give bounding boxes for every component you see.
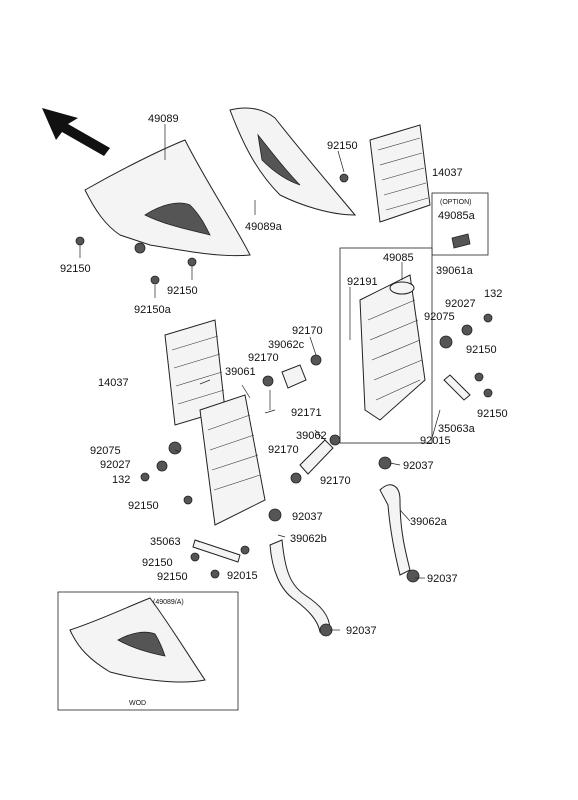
label-92027-left: 92027 (100, 459, 131, 471)
leader-lines (79, 124, 441, 631)
label-35063: 35063 (150, 536, 181, 548)
label-92171: 92171 (291, 407, 322, 419)
label-92075-right: 92075 (424, 311, 455, 323)
label-92150-left-3: 92150 (142, 557, 173, 569)
inset-box: (49089/A) WOD (57, 591, 239, 711)
label-14037-top: 14037 (432, 167, 463, 179)
bracket-35063a (443, 374, 471, 401)
radiator-left (199, 394, 266, 526)
label-92150-right-2: 92150 (477, 408, 508, 420)
label-92037-b: 92037 (292, 511, 323, 523)
label-92015-right: 92015 (420, 435, 451, 447)
label-92150-top: 92150 (327, 140, 358, 152)
label-49089a: 49089a (245, 221, 283, 233)
option-part-label: 49085a (438, 210, 476, 222)
hose-39062b (269, 539, 331, 633)
label-92075-left: 92075 (90, 445, 121, 457)
label-39061a: 39061a (436, 265, 474, 277)
hose-39062a (379, 484, 411, 576)
label-132-right: 132 (484, 288, 502, 300)
label-39062: 39062 (296, 430, 327, 442)
radiator-shroud-left (84, 139, 251, 257)
label-49089: 49089 (148, 113, 179, 125)
label-39062b: 39062b (290, 533, 327, 545)
label-39062a: 39062a (410, 516, 448, 528)
option-box: (OPTION) 49085a (431, 192, 489, 256)
inset-caption: WOD (129, 700, 146, 707)
label-92150-mid: 92150 (167, 285, 198, 297)
inset-title: (49089/A) (153, 599, 184, 606)
label-92170-b: 92170 (248, 352, 279, 364)
label-92150-left-2: 92150 (128, 500, 159, 512)
label-92191: 92191 (347, 276, 378, 288)
label-92015-left: 92015 (227, 570, 258, 582)
label-92170-a: 92170 (292, 325, 323, 337)
label-92150-right: 92150 (466, 344, 497, 356)
bracket-35063 (192, 539, 241, 563)
label-92027-right: 92027 (445, 298, 476, 310)
label-92170-c: 92170 (268, 444, 299, 456)
shroud-left-cutout (144, 202, 211, 236)
label-92150-left-4: 92150 (157, 571, 188, 583)
label-49085: 49085 (383, 252, 414, 264)
label-92170-d: 92170 (320, 475, 351, 487)
front-direction-arrow (42, 108, 110, 156)
label-92150a: 92150a (134, 304, 172, 316)
label-92037-c: 92037 (427, 573, 458, 585)
label-39062c: 39062c (268, 339, 305, 351)
label-35063a: 35063a (438, 423, 476, 435)
radiator-shroud-right (229, 107, 357, 216)
label-92037-d: 92037 (346, 625, 377, 637)
label-92037-a: 92037 (403, 460, 434, 472)
label-92150-left: 92150 (60, 263, 91, 275)
label-132-left: 132 (112, 474, 130, 486)
radiator-right (339, 247, 433, 444)
option-title: (OPTION) (440, 199, 472, 206)
shroud-right-cutout (257, 133, 301, 186)
label-39061: 39061 (225, 366, 256, 378)
hose-39062c (281, 364, 307, 389)
hose-39062 (299, 439, 334, 475)
radiator-grille-top (369, 124, 431, 223)
label-14037-left: 14037 (98, 377, 129, 389)
part-labels: 49089 49089a 92150 14037 92150 92150a 92… (60, 113, 508, 637)
